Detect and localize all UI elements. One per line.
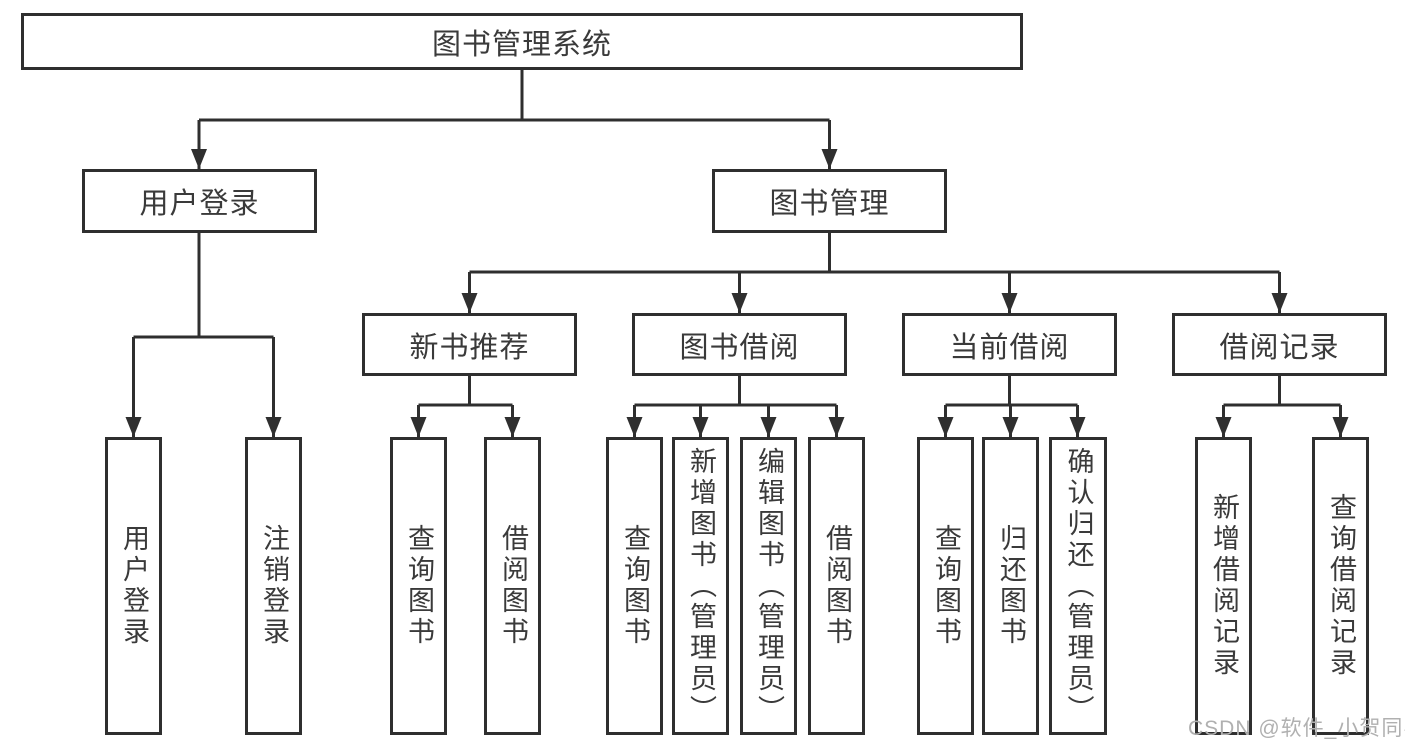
connector-book-management xyxy=(461,233,1288,313)
leaf-query-borrow-record-label: 查询借阅记录 xyxy=(1326,493,1356,679)
leaf-confirm-return-admin: 确认归还（管理员） xyxy=(1049,437,1107,735)
leaf-logout-label: 注销登录 xyxy=(259,524,289,648)
connector-root xyxy=(191,70,838,169)
leaf-borrow-edit-admin: 编辑图书（管理员） xyxy=(740,437,797,735)
node-user-login-label: 用户登录 xyxy=(139,188,260,220)
leaf-return-book-label: 归还图书 xyxy=(996,524,1026,648)
node-root-label: 图书管理系统 xyxy=(431,28,612,61)
connector-user-login xyxy=(125,233,282,437)
node-new-book-recommend-label: 新书推荐 xyxy=(409,331,530,364)
leaf-query-borrow-record: 查询借阅记录 xyxy=(1312,437,1369,735)
leaf-borrow-query: 查询图书 xyxy=(606,437,663,735)
leaf-borrow-add-admin: 新增图书（管理员） xyxy=(672,437,729,735)
leaf-borrow-book-label: 借阅图书 xyxy=(822,524,852,648)
node-borrow-records-label: 借阅记录 xyxy=(1219,331,1340,364)
leaf-current-query: 查询图书 xyxy=(917,437,974,735)
node-current-borrow-label: 当前借阅 xyxy=(949,331,1070,364)
connector-book-borrow xyxy=(626,376,845,437)
node-user-login: 用户登录 xyxy=(82,169,317,233)
leaf-newbook-borrow-label: 借阅图书 xyxy=(498,524,528,648)
node-book-borrow-label: 图书借阅 xyxy=(679,331,800,364)
leaf-user-login-label: 用户登录 xyxy=(119,524,149,648)
node-book-management: 图书管理 xyxy=(712,169,947,233)
leaf-newbook-query-label: 查询图书 xyxy=(404,524,434,648)
leaf-newbook-query: 查询图书 xyxy=(390,437,447,735)
node-book-management-label: 图书管理 xyxy=(769,188,890,220)
leaf-return-book: 归还图书 xyxy=(982,437,1039,735)
connector-borrow-records xyxy=(1215,376,1349,437)
node-borrow-records: 借阅记录 xyxy=(1172,313,1387,376)
node-current-borrow: 当前借阅 xyxy=(902,313,1117,376)
watermark: CSDN @软件_小贺同学 xyxy=(1188,717,1405,740)
leaf-confirm-return-admin-label: 确认归还（管理员） xyxy=(1063,446,1094,726)
leaf-newbook-borrow: 借阅图书 xyxy=(484,437,541,735)
node-new-book-recommend: 新书推荐 xyxy=(362,313,577,376)
leaf-user-login: 用户登录 xyxy=(105,437,162,735)
connector-new-book xyxy=(410,376,521,437)
leaf-borrow-add-admin-label: 新增图书（管理员） xyxy=(686,446,716,726)
leaf-add-borrow-record: 新增借阅记录 xyxy=(1195,437,1252,735)
leaf-current-query-label: 查询图书 xyxy=(931,524,961,648)
leaf-logout: 注销登录 xyxy=(245,437,302,735)
leaf-add-borrow-record-label: 新增借阅记录 xyxy=(1209,493,1239,679)
leaf-borrow-edit-admin-label: 编辑图书（管理员） xyxy=(754,446,784,726)
connector-current-borrow xyxy=(937,376,1086,437)
node-book-borrow: 图书借阅 xyxy=(632,313,847,376)
node-root: 图书管理系统 xyxy=(21,13,1023,70)
leaf-borrow-book: 借阅图书 xyxy=(808,437,865,735)
leaf-borrow-query-label: 查询图书 xyxy=(620,524,650,648)
